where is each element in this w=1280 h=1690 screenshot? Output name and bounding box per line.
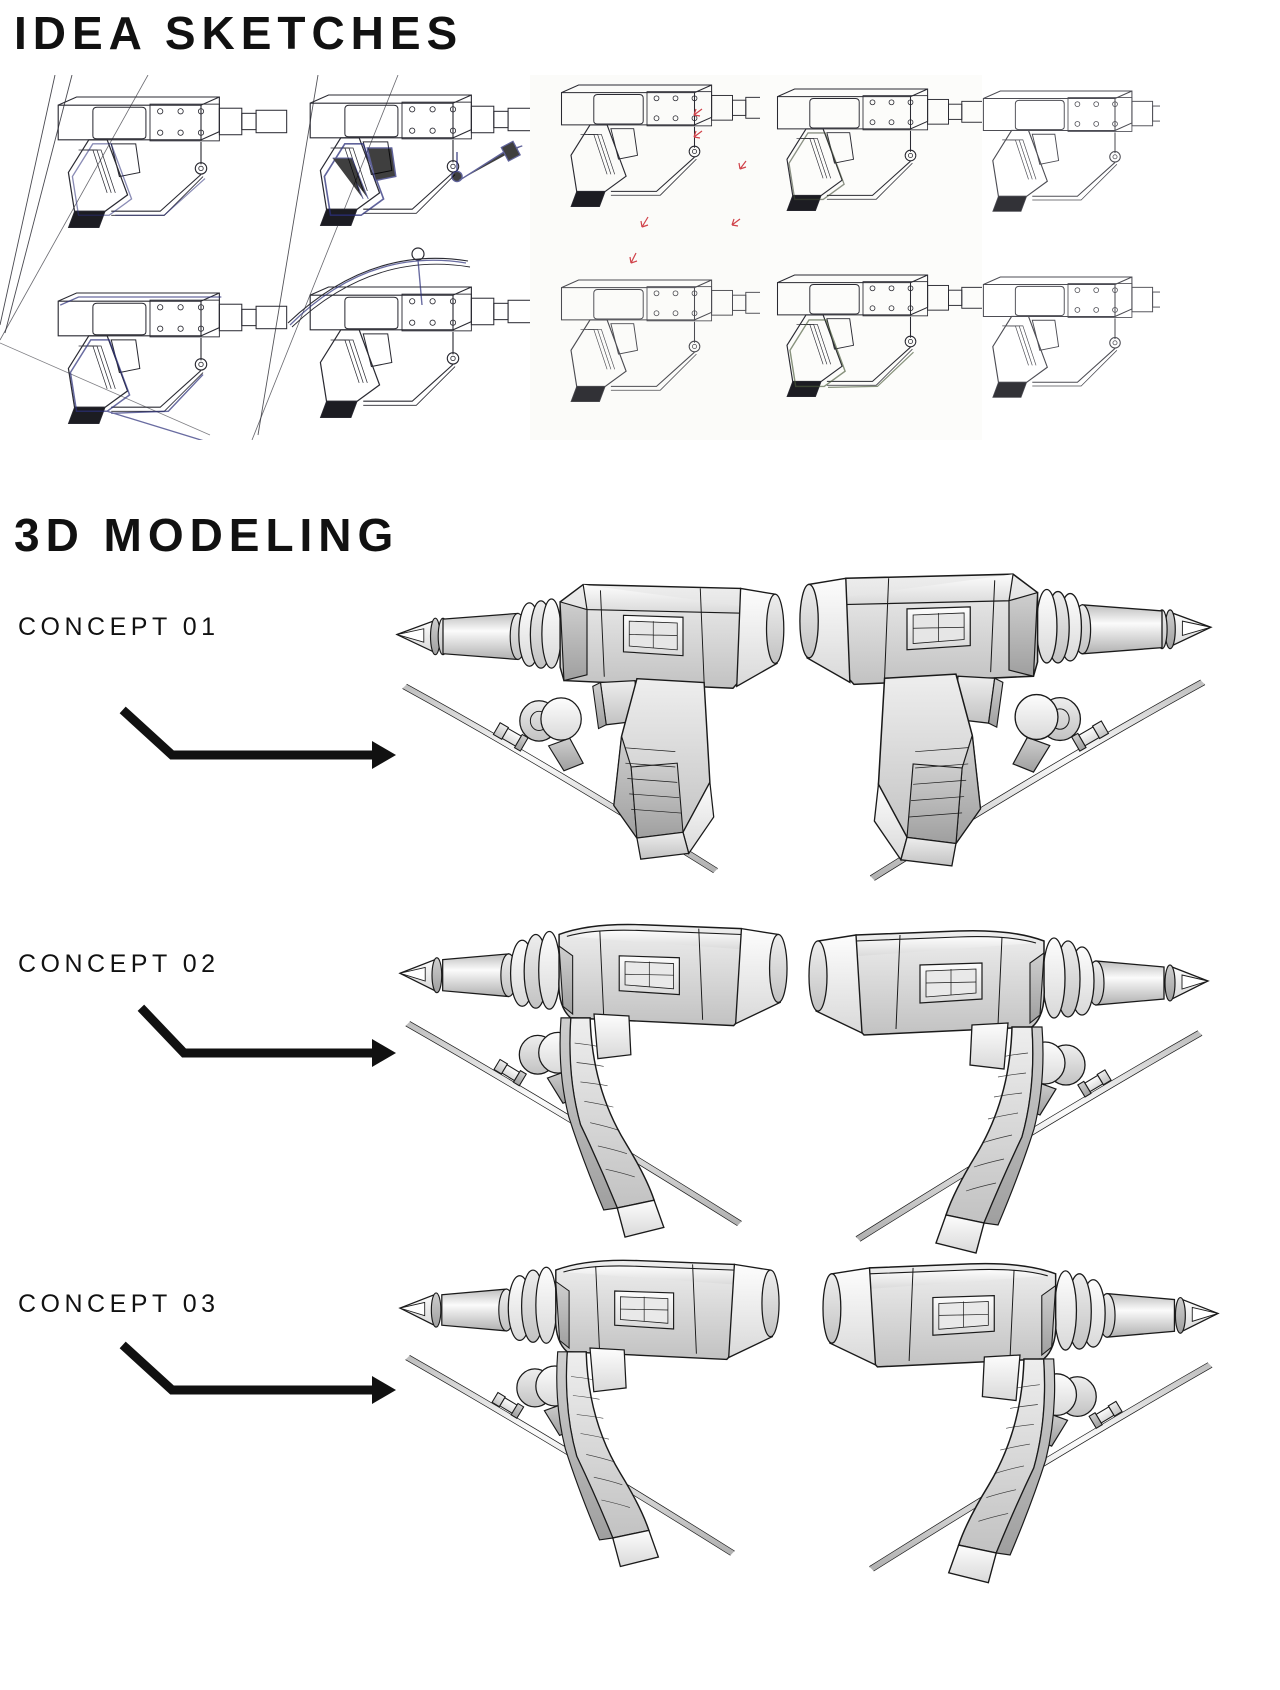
concept-label-03: CONCEPT 03 bbox=[18, 1290, 220, 1318]
render-concept-01-view-right bbox=[795, 540, 1215, 870]
sketch-panel-c bbox=[760, 75, 982, 440]
render-concept-01-view-left bbox=[396, 583, 785, 874]
render-concept-03-view-left bbox=[399, 1259, 780, 1568]
sketch-panel-d bbox=[982, 75, 1160, 440]
concept-label-01: CONCEPT 01 bbox=[18, 613, 220, 641]
render-concept-02-view-right bbox=[780, 895, 1210, 1235]
concept-arrow-03 bbox=[119, 1341, 396, 1404]
render-concept-03-view-right bbox=[790, 1230, 1220, 1570]
concept-arrow-02 bbox=[137, 1004, 396, 1067]
sketch-strip bbox=[0, 75, 1160, 440]
concept-label-02: CONCEPT 02 bbox=[18, 950, 220, 978]
page-title-3d-modeling: 3D MODELING bbox=[14, 509, 400, 561]
sketch-panel-a bbox=[0, 75, 530, 440]
page-title-idea-sketches: IDEA SKETCHES bbox=[14, 7, 464, 59]
render-concept-02-view-left bbox=[399, 923, 788, 1238]
sketch-panel-b bbox=[530, 75, 760, 440]
concept-arrow-01 bbox=[119, 706, 396, 769]
